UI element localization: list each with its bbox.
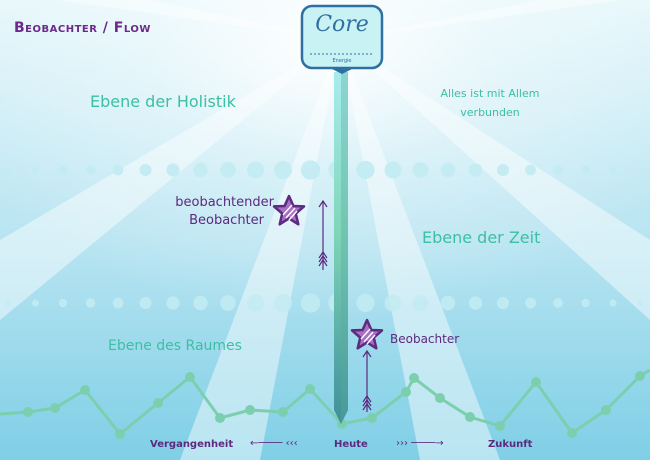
divider-dot <box>300 293 321 313</box>
divider-dot <box>193 295 208 311</box>
timeline-node <box>115 429 125 439</box>
divider-dot <box>300 160 321 180</box>
divider-dot <box>384 161 402 179</box>
timeline-node <box>567 428 577 438</box>
divider-dot <box>637 167 644 173</box>
divider-dot <box>356 293 375 313</box>
star-icon-lower <box>350 318 384 350</box>
divider-dot <box>440 162 456 178</box>
divider-dot <box>412 295 429 311</box>
timeline-node <box>401 387 411 397</box>
divider-dot <box>496 296 510 310</box>
core-label: Core <box>315 12 369 37</box>
divider-dot <box>553 298 563 308</box>
timeline-node <box>465 412 475 422</box>
divider-dot <box>637 300 644 306</box>
timeline-now-label: Heute <box>334 439 368 450</box>
dotted-divider-upper <box>5 160 644 180</box>
connection-note-line2: verbunden <box>460 106 520 119</box>
timeline-node <box>601 405 611 415</box>
timeline-node <box>367 413 377 423</box>
divider-dot <box>193 162 208 178</box>
divider-dot <box>356 160 375 180</box>
timeline-node <box>278 407 288 417</box>
timeline-node <box>80 385 90 395</box>
divider-dot <box>58 165 68 175</box>
divider-dot <box>468 163 483 177</box>
divider-dot <box>58 298 68 308</box>
up-arrow-lower <box>362 349 372 412</box>
core-sublabel: Energie <box>332 58 352 64</box>
divider-dot <box>609 166 617 174</box>
timeline-node <box>531 377 541 387</box>
core-pole <box>334 72 348 424</box>
core-pole-shade <box>341 72 348 424</box>
divider-dot <box>139 163 152 177</box>
divider-dot <box>31 166 40 174</box>
star-icon-upper <box>272 194 306 226</box>
observer-upper-line1: beobachtender <box>175 195 274 210</box>
level-zeit-label: Ebene der Zeit <box>422 228 541 247</box>
up-arrow-upper <box>318 199 328 270</box>
divider-dot <box>384 294 402 312</box>
divider-dot <box>581 298 590 308</box>
divider-dot <box>273 160 293 180</box>
divider-dot <box>112 164 124 176</box>
divider-dot <box>412 162 429 178</box>
timeline-node <box>337 419 347 429</box>
timeline-node <box>185 372 195 382</box>
divider-dot <box>525 297 536 309</box>
divider-dot <box>85 165 96 175</box>
timeline-node <box>635 371 645 381</box>
timeline-node <box>23 407 33 417</box>
timeline-node <box>153 398 163 408</box>
divider-dot <box>581 165 590 175</box>
divider-dot <box>553 165 563 175</box>
divider-dot <box>220 162 236 178</box>
timeline-arrow-left: ←──── ‹‹‹ <box>250 438 298 449</box>
divider-dot <box>496 163 510 177</box>
timeline-nodes <box>23 371 645 439</box>
divider-dot <box>273 293 293 313</box>
level-raum-label: Ebene des Raumes <box>108 338 242 354</box>
divider-dot <box>166 163 180 177</box>
timeline-node <box>305 384 315 394</box>
divider-dot <box>85 298 96 308</box>
timeline-node <box>435 393 445 403</box>
divider-dot <box>525 164 536 176</box>
timeline-arrow-right: ››› ────→ <box>396 438 444 449</box>
divider-dot <box>609 299 617 307</box>
divider-dot <box>247 161 264 179</box>
timeline-node <box>409 373 419 383</box>
divider-dot <box>112 297 124 309</box>
divider-dot <box>247 294 264 312</box>
divider-dot <box>166 296 180 310</box>
dotted-divider-lower <box>5 293 644 313</box>
timeline-node <box>50 403 60 413</box>
level-holistik-label: Ebene der Holistik <box>90 92 236 111</box>
divider-dot <box>5 300 11 306</box>
connection-note-line1: Alles ist mit Allem <box>440 87 540 100</box>
divider-dot <box>468 296 483 310</box>
observer-lower-label: Beobachter <box>390 332 460 346</box>
divider-dot <box>31 299 40 307</box>
observer-upper-line2: Beobachter <box>189 213 264 228</box>
timeline-future-label: Zukunft <box>488 439 533 450</box>
core-box <box>300 4 384 74</box>
timeline-node <box>495 421 505 431</box>
divider-dot <box>440 295 456 311</box>
timeline-past-label: Vergangenheit <box>150 439 234 450</box>
divider-dot <box>220 295 236 311</box>
divider-dot <box>5 167 11 173</box>
page-title: Beobachter / Flow <box>14 20 151 36</box>
divider-dot <box>139 296 152 310</box>
timeline-node <box>215 413 225 423</box>
timeline-node <box>245 405 255 415</box>
